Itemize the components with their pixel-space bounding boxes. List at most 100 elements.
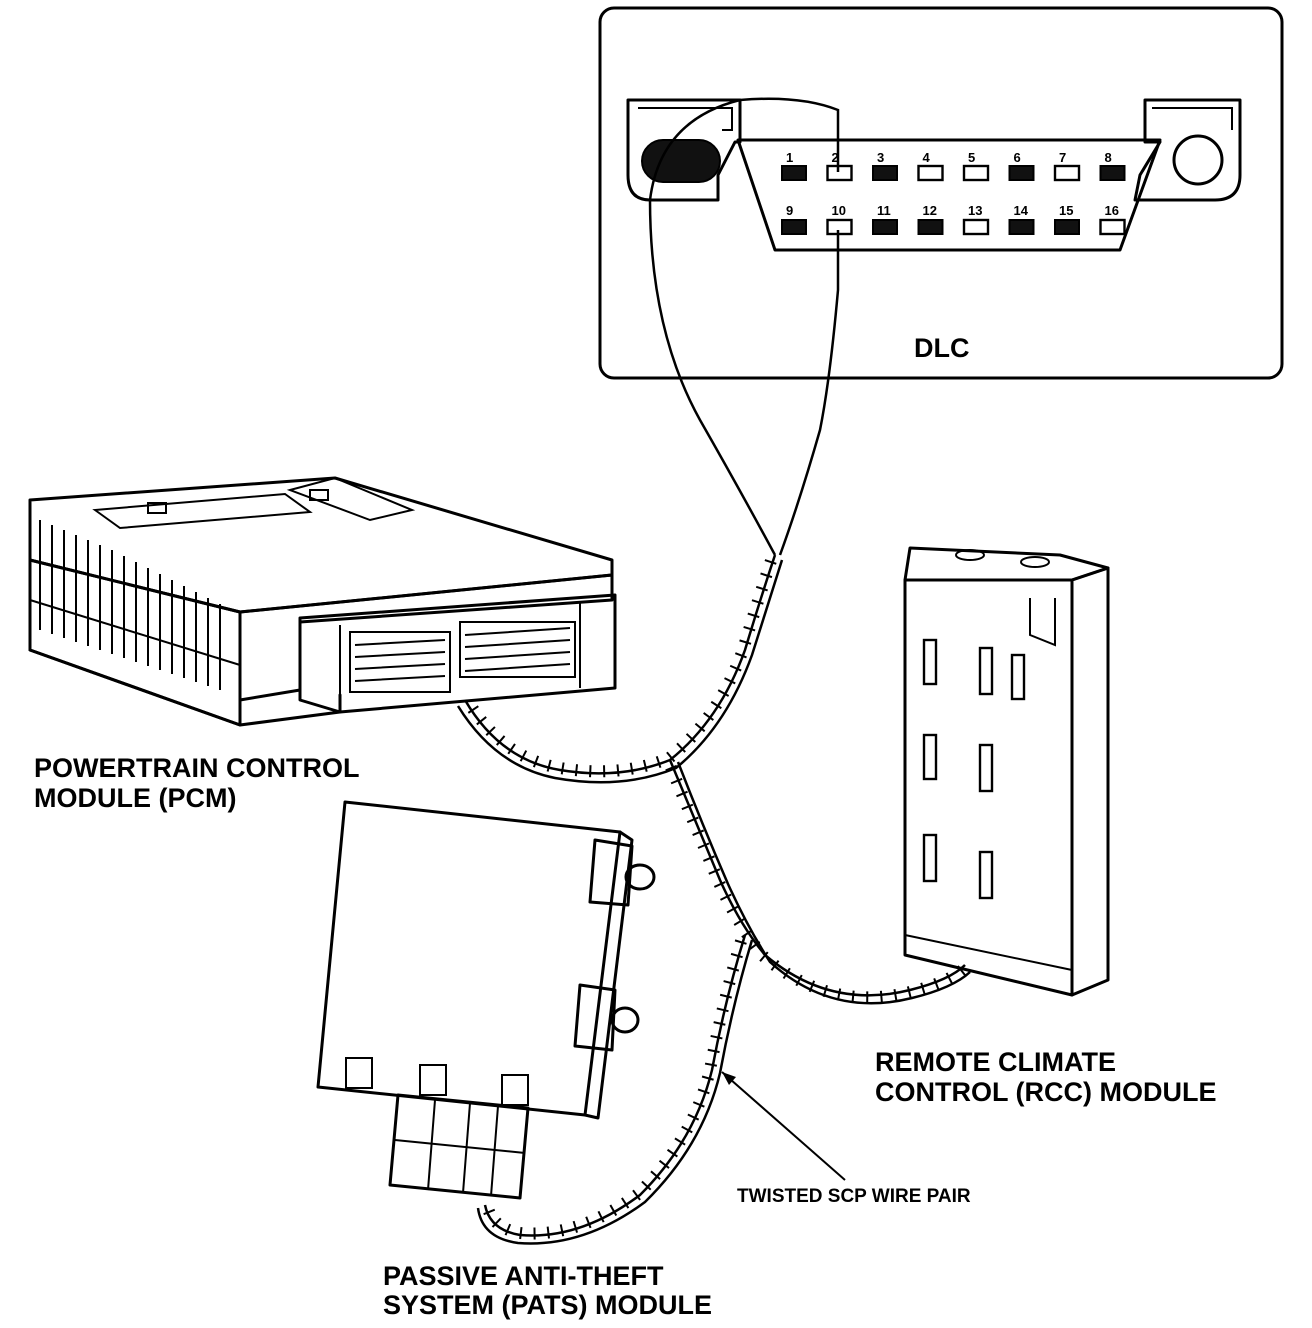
scp-wires	[456, 97, 971, 1245]
twist-mark	[546, 1226, 550, 1239]
twist-mark	[822, 984, 828, 998]
dlc-bottom-pin-10	[826, 218, 853, 236]
twist-mark	[945, 972, 953, 985]
twist-mark	[764, 559, 777, 565]
dlc-top-pin-number: 3	[877, 150, 884, 165]
pats-face	[316, 800, 622, 1117]
dlc-label: DLC	[914, 333, 970, 363]
twist-mark	[726, 905, 739, 914]
rcc-top	[903, 546, 1110, 582]
twist-mark	[674, 1137, 686, 1146]
twist-mark	[713, 881, 726, 888]
dlc-bottom-pin-number: 11	[877, 203, 891, 218]
dlc-top-pin-7	[1053, 164, 1081, 182]
twist-mark	[519, 750, 528, 762]
twist-mark	[519, 1226, 523, 1240]
dlc-bottom-pin-12	[917, 219, 944, 235]
twist-mark	[504, 1223, 512, 1236]
twist-mark	[760, 572, 773, 579]
twist-mark	[641, 1180, 652, 1191]
dlc-left-ear	[626, 98, 742, 202]
twist-mark	[710, 700, 722, 710]
twist-mark	[733, 917, 745, 926]
twist-mark	[747, 612, 760, 619]
dlc-top-pin-number: 5	[968, 150, 975, 165]
twist-mark	[906, 986, 912, 999]
twist-mark	[701, 1075, 714, 1081]
twist-mark	[795, 974, 803, 987]
twist-mark	[836, 988, 842, 1001]
twist-mark	[621, 1197, 630, 1209]
dlc-bottom-pin-number: 9	[786, 203, 793, 218]
dlc-top-pin-number: 2	[832, 150, 839, 165]
twist-mark	[532, 755, 540, 768]
twist-mark	[609, 1204, 618, 1216]
dlc-bottom-pin-11	[872, 219, 898, 235]
twist-mark	[467, 705, 479, 714]
twist-mark	[723, 980, 736, 986]
twist-mark	[749, 941, 761, 950]
twist-mark	[730, 952, 743, 959]
twist-mark	[507, 743, 516, 755]
wire-callout-line	[721, 1071, 846, 1181]
dlc-top-pin-number: 1	[786, 150, 793, 165]
twist-mark	[933, 978, 940, 990]
twist-mark	[632, 1189, 641, 1201]
pats-label-line1: PASSIVE ANTI-THEFT	[383, 1261, 664, 1291]
twist-mark	[743, 626, 756, 632]
twist-mark	[642, 759, 648, 772]
twisted-pair-pcm	[463, 554, 777, 775]
dlc-bottom-pin-number: 16	[1105, 203, 1119, 218]
twist-mark	[755, 585, 768, 592]
twist-mark	[734, 652, 747, 659]
twist-mark	[685, 733, 696, 743]
twist-mark	[713, 1021, 726, 1026]
twist-mark	[483, 1208, 496, 1216]
twist-mark	[719, 993, 733, 999]
pats-clip-lower	[573, 983, 617, 1052]
twist-mark	[670, 777, 683, 785]
twist-mark	[650, 1170, 661, 1180]
twist-mark	[589, 765, 592, 778]
twist-mark	[546, 759, 552, 772]
pcm-module	[28, 476, 617, 727]
twist-mark	[770, 960, 780, 971]
twist-mark	[851, 990, 855, 1003]
twist-mark	[676, 742, 686, 753]
twist-mark	[559, 1224, 565, 1237]
twist-mark	[495, 735, 506, 746]
twist-mark	[616, 764, 620, 777]
twist-mark	[655, 756, 662, 769]
rcc-module	[903, 546, 1110, 997]
twist-mark	[720, 893, 732, 901]
dlc-bottom-pin-number: 12	[923, 203, 937, 218]
pats-module	[316, 800, 656, 1200]
twist-marks	[467, 559, 967, 1240]
twist-mark	[697, 1088, 710, 1095]
twist-mark	[957, 965, 967, 977]
twist-mark	[782, 967, 791, 980]
dlc-right-hole	[1172, 134, 1224, 186]
twist-mark	[476, 716, 487, 726]
dlc-top-pin-1	[781, 165, 807, 181]
pats-label-line2: SYSTEM (PATS) MODULE	[383, 1290, 712, 1320]
twist-mark	[665, 764, 678, 772]
twist-mark	[726, 966, 740, 972]
twist-mark	[708, 868, 721, 875]
twist-mark	[692, 1101, 705, 1108]
dlc-top-pin-number: 6	[1014, 150, 1021, 165]
pcm-label-line2: MODULE (PCM)	[34, 783, 236, 813]
pats-clip-upper	[588, 838, 634, 907]
twist-mark	[729, 664, 742, 672]
twist-mark	[687, 1113, 700, 1121]
twist-mark	[629, 762, 634, 775]
twist-mark	[491, 1217, 502, 1228]
twisted-pair-pats	[483, 934, 747, 1237]
rcc-label-line2: CONTROL (RCC) MODULE	[875, 1077, 1216, 1107]
wire-pin2	[648, 97, 840, 556]
dlc-top-pin-4	[917, 164, 944, 182]
twist-mark	[879, 990, 883, 1003]
